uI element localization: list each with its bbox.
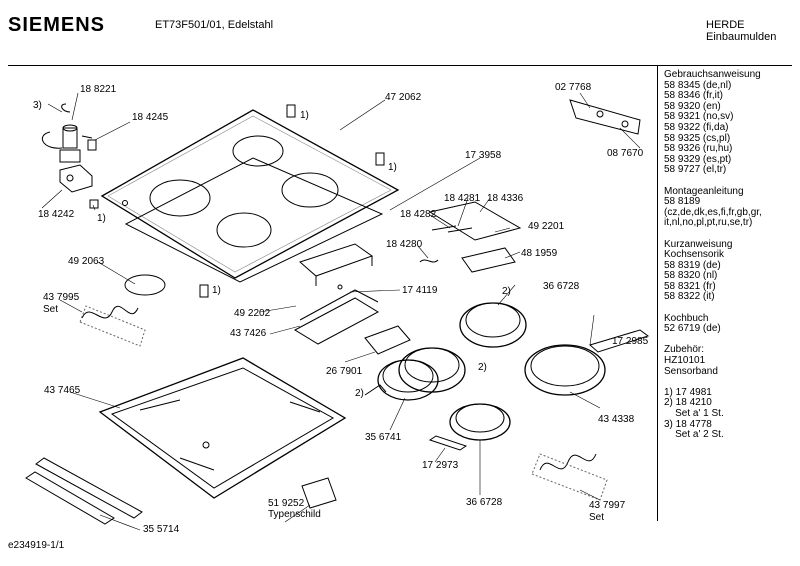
documentation-line: 58 9320 (en) — [664, 100, 721, 112]
note-2-label: 2) — [478, 362, 487, 373]
documentation-line: 58 9326 (ru,hu) — [664, 143, 733, 155]
part-356741-label: 35 6741 — [365, 432, 402, 443]
clip-parts — [199, 104, 385, 298]
documentation-line: 58 8189 — [664, 196, 701, 208]
part-434338-label: 43 4338 — [598, 414, 635, 425]
part-472062-label: 47 2062 — [385, 92, 422, 103]
part-437426-label: 43 7426 — [230, 328, 267, 339]
part-184281-label: 18 4281 — [444, 193, 481, 204]
category-line-1: HERDE — [706, 19, 745, 31]
frame-seal — [124, 157, 384, 283]
set-label: Set — [43, 304, 59, 315]
part-027768-label: 02 7768 — [555, 82, 592, 93]
documentation-line: (cz,de,dk,es,fi,fr,gb,gr, — [664, 206, 762, 218]
drawing-id: e234919-1/1 — [8, 540, 65, 551]
leader-lines — [41, 92, 641, 531]
control-housing — [293, 243, 411, 355]
part-519252-label: 51 9252 — [268, 498, 305, 509]
documentation-line: 58 8346 (fr,it) — [664, 90, 723, 102]
documentation-line: Montageanleitung — [664, 185, 744, 197]
note-3-label: 3) — [33, 100, 42, 111]
note-1-label: 1) — [388, 162, 397, 173]
documentation-line: Kochsensorik — [664, 249, 725, 261]
part-492201-label: 49 2201 — [528, 221, 565, 232]
heating-coil-left — [79, 274, 166, 347]
part-188221-label: 18 8221 — [80, 84, 117, 95]
type-plate-label: Typenschild — [268, 509, 321, 520]
note-2-label: 2) — [355, 388, 364, 399]
documentation-line: Set a' 1 St. — [664, 408, 724, 419]
part-267901-label: 26 7901 — [326, 366, 363, 377]
note-1-label: 1) — [212, 285, 221, 296]
documentation-line: Sensorband — [664, 365, 718, 377]
part-184280-label: 18 4280 — [386, 239, 423, 250]
part-184336-label: 18 4336 — [487, 193, 524, 204]
documentation-line: Kochbuch — [664, 312, 709, 324]
documentation-line: 58 9727 (el,tr) — [664, 164, 727, 176]
documentation-line: 1) 17 4981 — [664, 386, 712, 398]
note-2-label: 2) — [502, 286, 511, 297]
type-plate — [301, 477, 337, 509]
documentation-line: 2) 18 4210 — [664, 397, 712, 409]
part-087670-label: 08 7670 — [607, 148, 644, 159]
documentation-line: 3) 18 4778 — [664, 418, 712, 430]
part-184282-label: 18 4282 — [400, 209, 437, 220]
documentation-line: Kurzanweisung — [664, 238, 733, 250]
part-174119-label: 17 4119 — [402, 285, 438, 296]
documentation-line: 58 9322 (fi,da) — [664, 121, 729, 133]
glass-cooktop — [100, 109, 400, 279]
documentation-line: 58 8321 (fr) — [664, 280, 716, 292]
control-board — [419, 201, 522, 273]
documentation-line: Set a' 2 St. — [664, 429, 724, 441]
radiant-burners — [377, 302, 606, 441]
part-173958-label: 17 3958 — [465, 150, 502, 161]
documentation-line: Zubehör: — [664, 344, 705, 356]
documentation-line: 52 6719 (de) — [664, 323, 721, 335]
part-184242-label: 18 4242 — [38, 209, 75, 220]
part-366728-label: 36 6728 — [543, 281, 580, 292]
sensor-module — [41, 103, 99, 209]
part-437995-label: 43 7995 — [43, 292, 80, 303]
part-492202-label: 49 2202 — [234, 308, 271, 319]
documentation-line: HZ10101 — [664, 355, 706, 367]
documentation-line: 58 9325 (cs,pl) — [664, 132, 731, 144]
note-1-label: 1) — [300, 110, 309, 121]
set-label: Set — [589, 512, 605, 523]
sensor-leads — [364, 329, 650, 451]
part-172985-label: 17 2985 — [612, 336, 649, 347]
documentation-line: 58 8345 (de,nl) — [664, 79, 732, 91]
category-line-2: Einbaumulden — [706, 31, 777, 43]
part-492063-label: 49 2063 — [68, 256, 105, 267]
part-184245-label: 18 4245 — [132, 112, 169, 123]
documentation-line: 58 9329 (es,pt) — [664, 153, 732, 165]
brand-logo: SIEMENS — [8, 14, 106, 36]
part-355714-label: 35 5714 — [143, 524, 180, 535]
documentation-line: 58 8319 (de) — [664, 259, 721, 271]
side-rails — [25, 457, 143, 525]
part-481959-label: 48 1959 — [521, 248, 558, 259]
heating-coil-right — [531, 453, 608, 501]
documentation-line: Gebrauchsanweisung — [664, 69, 761, 80]
bracket-part — [569, 99, 641, 135]
documentation-line: it,nl,no,pl,pt,ru,se,tr) — [664, 217, 753, 229]
documentation-line: 58 8322 (it) — [664, 291, 715, 303]
documentation-line: 58 8320 (nl) — [664, 270, 718, 282]
note-1-label: 1) — [97, 213, 106, 224]
part-437465-label: 43 7465 — [44, 385, 81, 396]
part-172973-label: 17 2973 — [422, 460, 459, 471]
part-437997-label: 43 7997 — [589, 500, 626, 511]
header-divider — [8, 65, 792, 66]
bottom-tray — [98, 357, 347, 499]
model-title: ET73F501/01, Edelstahl — [155, 19, 274, 31]
part-366728-label: 36 6728 — [466, 497, 503, 508]
documentation-line: 58 9321 (no,sv) — [664, 111, 734, 123]
sidebar-divider — [657, 66, 658, 521]
